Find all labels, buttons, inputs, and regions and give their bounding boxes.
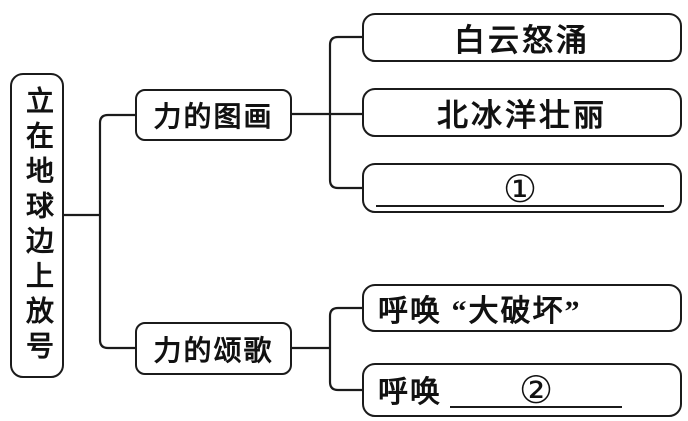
node-leaf-blank-1: ①	[362, 163, 682, 213]
node-leaf-white-clouds: 白云怒涌	[362, 13, 682, 62]
blank-underline-1: ①	[376, 169, 664, 211]
node-leaf-arctic-ocean: 北冰洋壮丽	[362, 88, 682, 137]
leaf4-label: 呼唤 “大破坏”	[378, 295, 582, 328]
node-leaf-call-great-destruction: 呼唤 “大破坏”	[362, 284, 682, 332]
leaf5-prefix-label: 呼唤	[378, 375, 442, 409]
leaf2-label: 北冰洋壮丽	[437, 98, 607, 133]
branch2-label: 力的颂歌	[153, 335, 274, 367]
node-leaf-blank-2: 呼唤 ②	[362, 363, 682, 417]
connector-branch1-to-leaves	[292, 35, 362, 190]
node-branch-pictures-of-power: 力的图画	[135, 89, 292, 141]
root-label: 立在地球边上放号	[22, 85, 53, 366]
node-branch-ode-to-power: 力的颂歌	[135, 322, 292, 375]
branch1-label: 力的图画	[153, 102, 274, 133]
circled-number-2: ②	[518, 370, 554, 412]
connector-branch2-to-leaves	[292, 306, 362, 392]
circled-number-1: ①	[502, 169, 538, 211]
connector-root-to-branches	[63, 113, 135, 350]
blank-underline-2: ②	[450, 370, 622, 412]
node-root-poem-title: 立在地球边上放号	[10, 73, 64, 378]
leaf1-label: 白云怒涌	[454, 23, 590, 58]
